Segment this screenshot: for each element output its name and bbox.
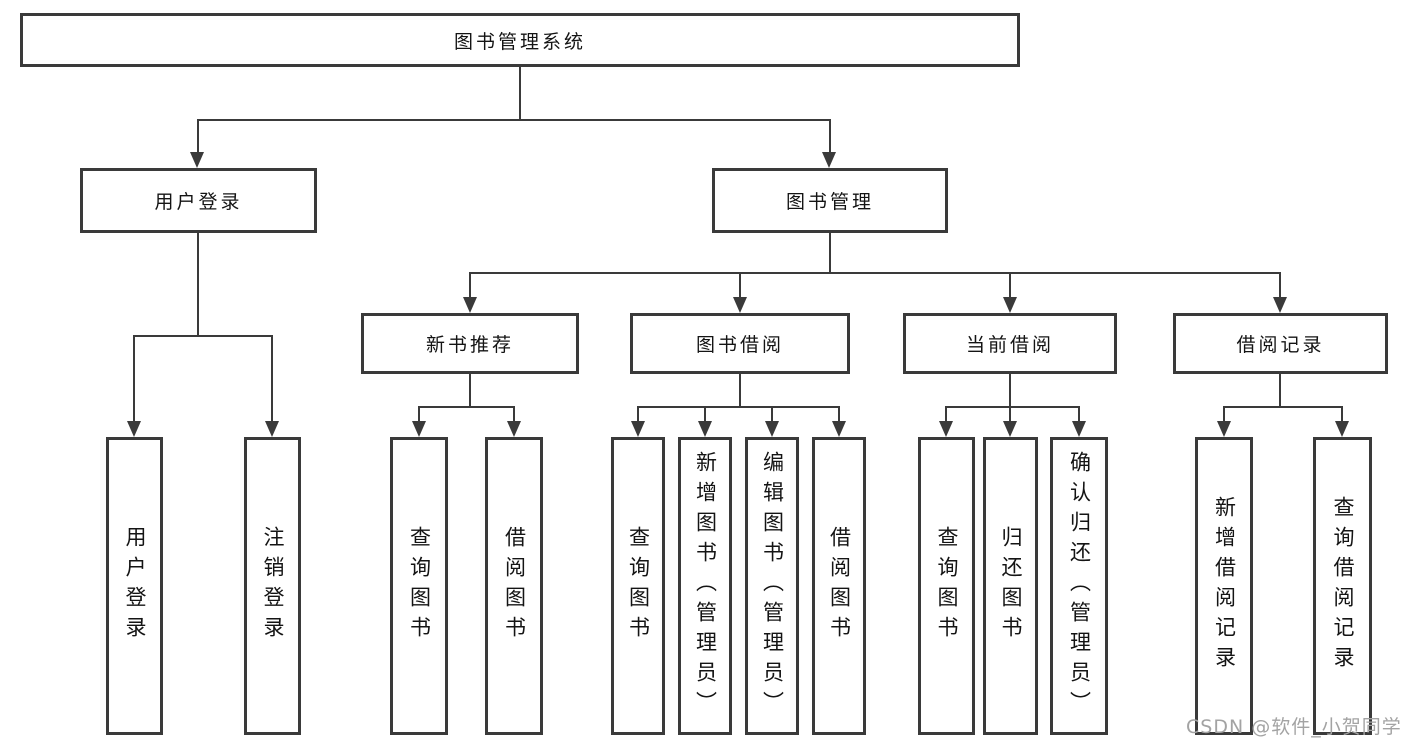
leaf-recommend-query-books: 查询图书	[390, 437, 448, 735]
connector-line	[945, 406, 1079, 408]
arrow-down-icon	[733, 297, 747, 313]
leaf-borrow-books-label: 借阅图书	[827, 526, 852, 646]
connector-line	[1341, 406, 1343, 424]
leaf-add-books-admin-label: 新增图书（管理员）	[693, 451, 718, 721]
leaf-borrow-query-books-label: 查询图书	[626, 526, 651, 646]
connector-line	[704, 406, 706, 424]
leaf-current-query-books-label: 查询图书	[935, 526, 960, 646]
arrow-down-icon	[463, 297, 477, 313]
leaf-query-borrow-record: 查询借阅记录	[1313, 437, 1372, 735]
arrow-down-icon	[1003, 297, 1017, 313]
connector-line	[197, 119, 831, 121]
node-new-book-recommend-label: 新书推荐	[425, 334, 514, 356]
arrow-down-icon	[832, 421, 846, 437]
arrow-down-icon	[1273, 297, 1287, 313]
arrow-down-icon	[507, 421, 521, 437]
leaf-add-books-admin: 新增图书（管理员）	[678, 437, 732, 735]
connector-line	[197, 231, 199, 337]
arrow-down-icon	[412, 421, 426, 437]
leaf-query-borrow-record-label: 查询借阅记录	[1331, 496, 1356, 676]
leaf-add-borrow-record-label: 新增借阅记录	[1212, 496, 1237, 676]
leaf-user-login-label: 用户登录	[123, 526, 148, 646]
node-current-borrow: 当前借阅	[903, 313, 1117, 374]
arrow-down-icon	[822, 152, 836, 168]
connector-line	[838, 406, 840, 424]
connector-line	[1223, 406, 1343, 408]
connector-line	[1279, 272, 1281, 300]
connector-line	[1279, 372, 1281, 407]
arrow-down-icon	[265, 421, 279, 437]
arrow-down-icon	[1072, 421, 1086, 437]
connector-line	[513, 406, 515, 424]
connector-line	[945, 406, 947, 424]
connector-line	[469, 372, 471, 407]
connector-line	[1223, 406, 1225, 424]
node-borrow-records-label: 借阅记录	[1236, 334, 1325, 356]
connector-line	[637, 406, 639, 424]
leaf-recommend-query-books-label: 查询图书	[407, 526, 432, 646]
connector-line	[1078, 406, 1080, 424]
connector-line	[829, 119, 831, 155]
csdn-watermark: CSDN @软件_小贺同学	[1186, 716, 1402, 738]
leaf-recommend-borrow-books: 借阅图书	[485, 437, 543, 735]
connector-line	[1009, 372, 1011, 407]
node-root: 图书管理系统	[20, 13, 1020, 67]
node-root-label: 图书管理系统	[453, 30, 586, 53]
connector-line	[1009, 272, 1011, 300]
leaf-return-books: 归还图书	[983, 437, 1038, 735]
leaf-current-query-books: 查询图书	[918, 437, 975, 735]
leaf-recommend-borrow-books-label: 借阅图书	[502, 526, 527, 646]
connector-line	[637, 406, 840, 408]
node-borrow-records: 借阅记录	[1173, 313, 1388, 374]
connector-line	[469, 272, 1281, 274]
connector-line	[739, 372, 741, 407]
connector-line	[133, 335, 135, 423]
leaf-borrow-query-books: 查询图书	[611, 437, 665, 735]
leaf-confirm-return-admin: 确认归还（管理员）	[1050, 437, 1108, 735]
node-current-borrow-label: 当前借阅	[965, 334, 1054, 356]
node-book-borrow-label: 图书借阅	[695, 334, 784, 356]
leaf-edit-books-admin: 编辑图书（管理员）	[745, 437, 799, 735]
connector-line	[197, 119, 199, 155]
leaf-logout-label: 注销登录	[261, 526, 286, 646]
leaf-logout: 注销登录	[244, 437, 301, 735]
node-user-login-branch-label: 用户登录	[154, 191, 243, 213]
node-book-borrow: 图书借阅	[630, 313, 850, 374]
connector-line	[418, 406, 420, 424]
connector-line	[271, 335, 273, 423]
connector-line	[519, 66, 521, 121]
arrow-down-icon	[1217, 421, 1231, 437]
arrow-down-icon	[939, 421, 953, 437]
node-book-management-branch-label: 图书管理	[785, 191, 874, 213]
arrow-down-icon	[1335, 421, 1349, 437]
arrow-down-icon	[190, 152, 204, 168]
leaf-borrow-books: 借阅图书	[812, 437, 866, 735]
connector-line	[469, 272, 471, 300]
connector-line	[418, 406, 515, 408]
leaf-edit-books-admin-label: 编辑图书（管理员）	[760, 451, 785, 721]
arrow-down-icon	[765, 421, 779, 437]
arrow-down-icon	[1003, 421, 1017, 437]
connector-line	[739, 272, 741, 300]
connector-line	[133, 335, 273, 337]
node-new-book-recommend: 新书推荐	[361, 313, 579, 374]
node-book-management-branch: 图书管理	[712, 168, 948, 233]
connector-line	[829, 231, 831, 274]
leaf-add-borrow-record: 新增借阅记录	[1195, 437, 1253, 735]
leaf-user-login: 用户登录	[106, 437, 163, 735]
arrow-down-icon	[631, 421, 645, 437]
connector-line	[1009, 406, 1011, 424]
arrow-down-icon	[698, 421, 712, 437]
arrow-down-icon	[127, 421, 141, 437]
node-user-login-branch: 用户登录	[80, 168, 317, 233]
connector-line	[771, 406, 773, 424]
leaf-return-books-label: 归还图书	[999, 526, 1024, 646]
leaf-confirm-return-admin-label: 确认归还（管理员）	[1067, 451, 1092, 721]
